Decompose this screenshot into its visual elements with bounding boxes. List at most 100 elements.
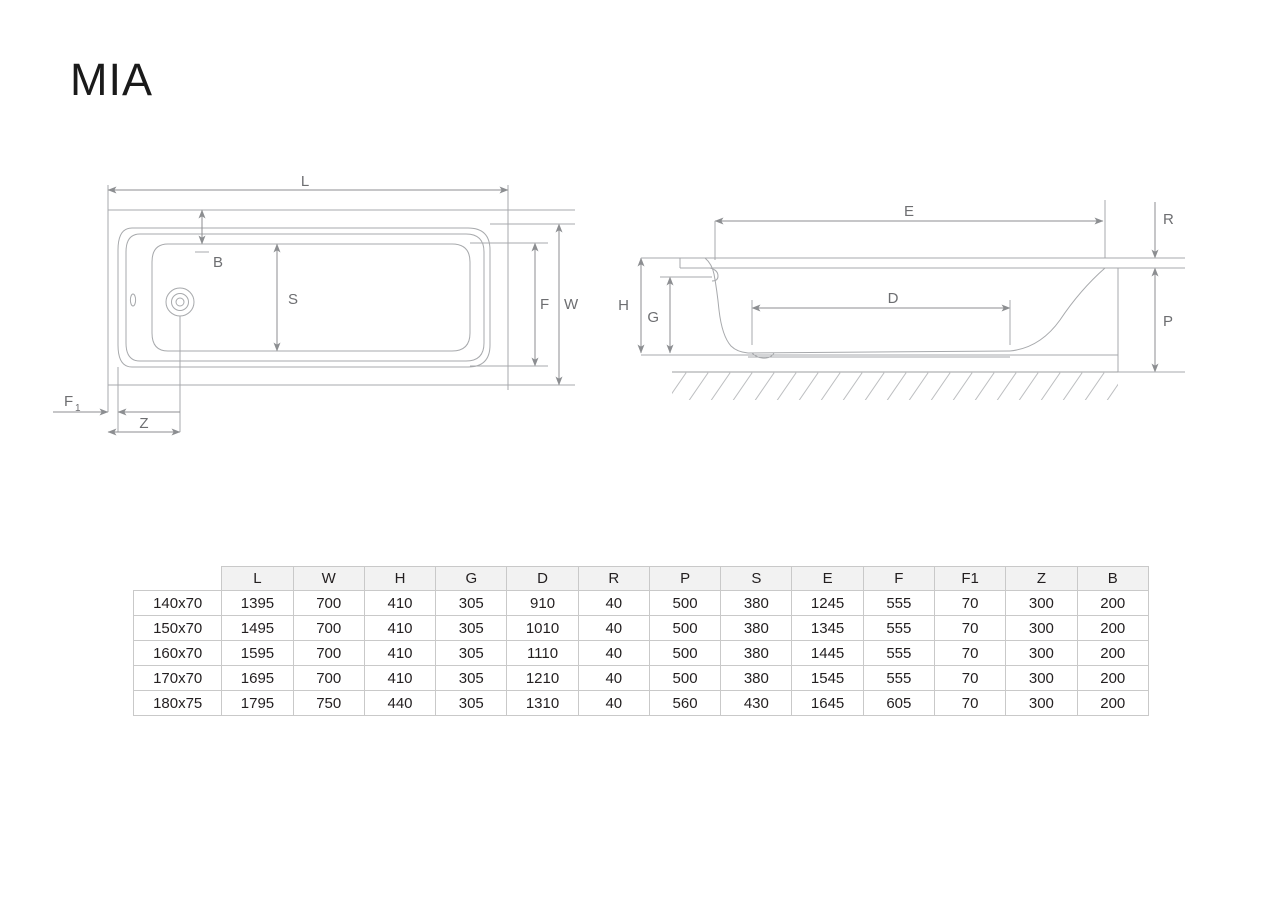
dim-label-G: G [647, 309, 659, 326]
table-cell-s: 380 [720, 590, 793, 616]
table-cell-f: 555 [862, 640, 936, 666]
table-col-header-h: H [363, 566, 437, 591]
table-row-size: 140x70 [132, 590, 223, 616]
table-cell-f1: 70 [933, 640, 1007, 666]
table-col-header-g: G [435, 566, 508, 591]
dim-label-W: W [564, 296, 579, 313]
table-col-header-w: W [292, 566, 365, 591]
table-cell-h: 410 [363, 615, 437, 641]
table-col-header-e: E [791, 566, 864, 591]
table-cell-g: 305 [435, 615, 508, 641]
table-cell-z: 300 [1005, 665, 1078, 691]
table-cell-l: 1695 [221, 665, 294, 691]
table-cell-s: 380 [720, 665, 793, 691]
table-cell-g: 305 [435, 665, 508, 691]
table-cell-r: 40 [577, 690, 650, 716]
dim-label-F1: F [64, 393, 73, 410]
table-cell-z: 300 [1005, 615, 1078, 641]
table-cell-b: 200 [1076, 590, 1150, 616]
table-cell-w: 700 [292, 590, 365, 616]
table-cell-w: 700 [292, 640, 365, 666]
table-cell-g: 305 [435, 640, 508, 666]
table-cell-d: 1110 [506, 640, 579, 666]
table-col-header-r: R [577, 566, 650, 591]
table-cell-r: 40 [577, 640, 650, 666]
table-cell-e: 1245 [791, 590, 864, 616]
page-title: MIA [70, 54, 154, 105]
table-col-header-s: S [720, 566, 793, 591]
table-cell-w: 750 [292, 690, 365, 716]
dim-label-R: R [1163, 211, 1174, 228]
table-col-header-f1: F1 [933, 566, 1007, 591]
table-row-size: 150x70 [132, 615, 223, 641]
table-cell-g: 305 [435, 590, 508, 616]
table-row-size: 170x70 [132, 665, 223, 691]
dim-label-F: F [540, 296, 549, 313]
table-col-header-f: F [862, 566, 936, 591]
table-row-size: 180x75 [132, 690, 223, 716]
dim-label-P: P [1163, 313, 1173, 330]
table-cell-p: 500 [648, 665, 722, 691]
table-cell-f1: 70 [933, 615, 1007, 641]
dim-label-Z: Z [139, 415, 148, 432]
table-col-header-l: L [221, 566, 294, 591]
dim-label-S: S [288, 291, 298, 308]
table-cell-f: 555 [862, 615, 936, 641]
table-cell-f: 605 [862, 690, 936, 716]
table-cell-h: 440 [363, 690, 437, 716]
table-col-header-z: Z [1005, 566, 1078, 591]
technical-drawing-area: L B S F W F 1 Z E R H G D P [0, 140, 1280, 470]
table-cell-s: 380 [720, 640, 793, 666]
table-cell-f1: 70 [933, 665, 1007, 691]
table-cell-f1: 70 [933, 690, 1007, 716]
table-cell-f1: 70 [933, 590, 1007, 616]
table-cell-e: 1645 [791, 690, 864, 716]
table-cell-f: 555 [862, 590, 936, 616]
table-cell-b: 200 [1076, 640, 1150, 666]
table-cell-l: 1595 [221, 640, 294, 666]
table-cell-b: 200 [1076, 615, 1150, 641]
table-cell-d: 1010 [506, 615, 579, 641]
dim-label-L: L [301, 173, 309, 190]
table-cell-z: 300 [1005, 690, 1078, 716]
table-cell-p: 500 [648, 615, 722, 641]
table-corner-cell [133, 566, 223, 591]
table-cell-l: 1795 [221, 690, 294, 716]
table-cell-l: 1495 [221, 615, 294, 641]
table-cell-b: 200 [1076, 665, 1150, 691]
table-row-size: 160x70 [132, 640, 223, 666]
dimension-labels: L B S F W F 1 Z E R H G D P [64, 173, 1174, 432]
table-cell-h: 410 [363, 640, 437, 666]
table-cell-h: 410 [363, 590, 437, 616]
table-col-header-b: B [1076, 566, 1150, 591]
dim-label-B: B [213, 254, 223, 271]
table-cell-e: 1345 [791, 615, 864, 641]
table-cell-e: 1545 [791, 665, 864, 691]
table-cell-f: 555 [862, 665, 936, 691]
table-cell-g: 305 [435, 690, 508, 716]
table-cell-p: 500 [648, 590, 722, 616]
table-cell-r: 40 [577, 590, 650, 616]
table-cell-l: 1395 [221, 590, 294, 616]
table-col-header-d: D [506, 566, 579, 591]
table-cell-d: 1310 [506, 690, 579, 716]
table-cell-d: 1210 [506, 665, 579, 691]
table-cell-p: 500 [648, 640, 722, 666]
side-view-group [637, 200, 1185, 400]
table-cell-s: 430 [720, 690, 793, 716]
dim-label-F1-subscript: 1 [75, 403, 81, 414]
top-view-group [53, 185, 575, 436]
table-col-header-p: P [648, 566, 722, 591]
dim-label-E: E [904, 203, 914, 220]
table-cell-b: 200 [1076, 690, 1150, 716]
